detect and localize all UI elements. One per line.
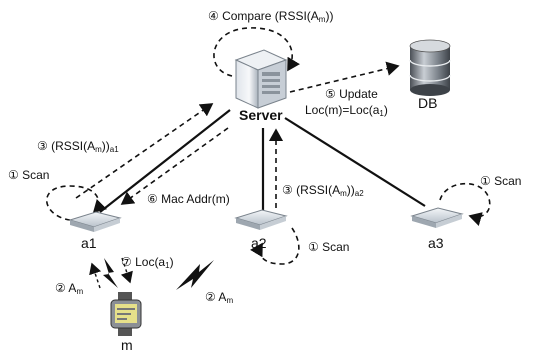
server-icon — [234, 49, 288, 109]
label-loc: ⑦ Loc(a1) — [121, 255, 174, 270]
arrow-am-up — [89, 262, 102, 289]
label-db: DB — [418, 95, 438, 111]
label-scan-a1: ① Scan — [8, 168, 50, 182]
label-a2: a2 — [251, 235, 267, 251]
ap-a1 — [68, 211, 122, 232]
loop-scan-a1 — [45, 185, 108, 221]
arrow-update-db — [289, 61, 400, 93]
label-m: m — [121, 337, 133, 353]
database-icon — [409, 39, 451, 96]
arrow-loc-down — [120, 257, 133, 284]
label-am-1: ② Am — [55, 281, 84, 296]
lightning-signal-icon — [103, 258, 214, 290]
message-arrows — [45, 27, 491, 265]
label-a1: a1 — [81, 235, 97, 251]
label-rssi-a2: ③ (RSSI(Am))a2 — [282, 183, 364, 198]
smartwatch-icon — [110, 292, 142, 336]
label-update: ⑤ Update — [325, 87, 378, 101]
label-scan-a3: ① Scan — [480, 174, 522, 188]
loop-scan-a2 — [250, 227, 300, 265]
wireless-arrows — [89, 257, 133, 289]
label-server: Server — [239, 107, 283, 123]
label-am-2: ② Am — [205, 290, 234, 305]
ap-a2 — [234, 209, 288, 230]
ap-a3 — [410, 207, 464, 228]
label-update-loc: Loc(m)=Loc(a1) — [305, 103, 388, 118]
loop-scan-a3 — [439, 182, 491, 226]
label-rssi-a1: ③ (RSSI(Am))a1 — [37, 139, 119, 154]
label-compare: ④ Compare (RSSI(Am)) — [208, 9, 334, 24]
arrow-rssi-a1 — [75, 103, 214, 199]
link-server-a3 — [284, 117, 426, 207]
label-mac-addr: ⑥ Mac Addr(m) — [147, 192, 230, 206]
label-a3: a3 — [428, 235, 444, 251]
loop-compare — [213, 27, 300, 77]
arrow-mac-addr — [120, 127, 229, 205]
label-scan-a2: ① Scan — [308, 240, 350, 254]
